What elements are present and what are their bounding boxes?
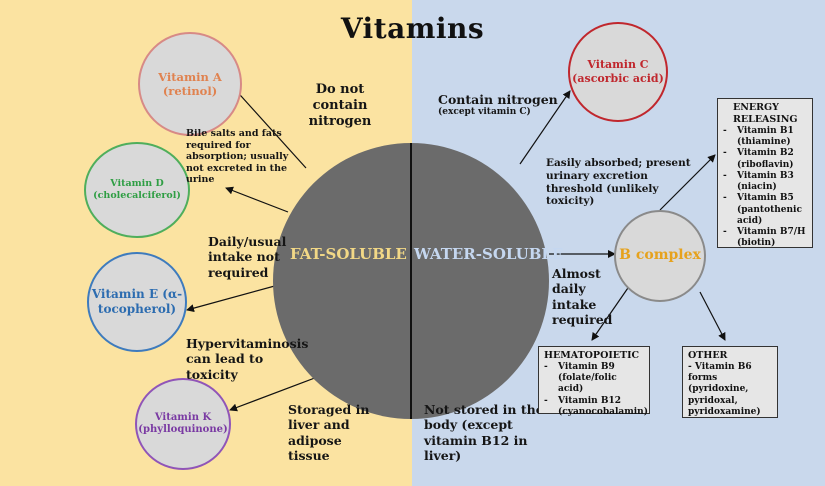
energy-item-text: Vitamin B5 (pantothenic acid) — [737, 193, 802, 226]
water-note-absorbed: Easily absorbed; present urinary excreti… — [546, 157, 691, 208]
arrow-to-hematopoietic-box — [591, 284, 631, 341]
water-note-nitrogen-sub: (except vitamin C) — [438, 107, 531, 118]
vitamin-k-chem: (phylloquinone) — [138, 424, 228, 435]
vitamin-d-name: Vitamin D — [110, 178, 164, 190]
diagram-title: Vitamins — [340, 12, 485, 45]
vitamin-c-chem: (ascorbic acid) — [572, 72, 664, 85]
energy-item-text: Vitamin B2 (riboflavin) — [737, 148, 794, 170]
energy-item-text: Vitamin B7/H (biotin) — [737, 227, 806, 249]
fat-note-toxicity: Hypervitaminosis can lead to toxicity — [186, 336, 309, 382]
vitamin-k-bubble: Vitamin K (phylloquinone) — [135, 378, 231, 470]
energy-box-title: ENERGY RELEASING — [733, 102, 798, 125]
arrow-to-energy-box — [659, 154, 716, 211]
energy-item: -Vitamin B3 (niacin) — [723, 171, 807, 194]
arrow-to-other-box — [699, 291, 726, 341]
other-box-title: OTHER — [688, 350, 728, 361]
water-note-intake: Almost daily intake required — [552, 266, 613, 327]
vitamin-c-bubble: Vitamin C (ascorbic acid) — [568, 22, 668, 122]
other-box: OTHER - Vitamin B6 forms (pyridoxine, py… — [682, 346, 778, 418]
energy-item: -Vitamin B1 (thiamine) — [723, 126, 807, 149]
water-note-nitrogen: Contain nitrogen (except vitamin C) — [438, 92, 568, 118]
hema-item: -Vitamin B12 (cyanocobalamin) — [544, 395, 648, 417]
b-complex-bubble: B complex — [614, 210, 706, 302]
vitamin-k-name: Vitamin K — [154, 411, 212, 423]
main-circle-divider — [410, 143, 412, 419]
vitamin-e-bubble: Vitamin E (α- tocopherol) — [87, 252, 187, 352]
hema-box-title: HEMATOPOIETIC — [544, 350, 640, 361]
fat-note-nitrogen: Do not contain nitrogen — [308, 82, 372, 129]
water-note-nitrogen-main: Contain nitrogen — [438, 92, 558, 107]
vitamin-a-chem: (retinol) — [162, 84, 218, 98]
vitamin-a-bubble: Vitamin A (retinol) — [138, 32, 242, 136]
main-circle — [273, 143, 549, 419]
energy-item: -Vitamin B2 (riboflavin) — [723, 148, 807, 171]
fat-note-storage: Storaged in liver and adipose tissue — [288, 402, 370, 463]
vitamin-d-bubble: Vitamin D (cholecalciferol) — [84, 142, 190, 238]
energy-item-text: Vitamin B3 (niacin) — [737, 170, 794, 192]
b-complex-label: B complex — [619, 247, 701, 264]
hema-item-text: Vitamin B12 (cyanocobalamin) — [558, 395, 648, 417]
energy-item: -Vitamin B7/H (biotin) — [723, 227, 806, 249]
fat-note-bile: Bile salts and fats required for absorpt… — [186, 128, 289, 186]
water-note-storage: Not stored in the body (except vitamin B… — [424, 402, 544, 463]
arrow-to-vitamin-c — [519, 90, 571, 165]
arrow-to-vitamin-d — [225, 186, 289, 213]
fat-soluble-label: FAT-SOLUBLE — [290, 245, 407, 263]
water-soluble-label: WATER-SOLUBLE — [414, 245, 564, 263]
energy-item: -Vitamin B5 (pantothenic acid) — [723, 193, 807, 227]
hematopoietic-box: HEMATOPOIETIC -Vitamin B9 (folate/folic … — [538, 346, 650, 417]
arrow-to-vitamin-e — [186, 283, 283, 313]
vitamin-a-name: Vitamin A — [158, 69, 222, 84]
hema-item: -Vitamin B9 (folate/folic acid) — [544, 362, 644, 396]
fat-note-intake: Daily/usual intake not required — [208, 234, 287, 280]
energy-item-text: Vitamin B1 (thiamine) — [737, 125, 794, 147]
vitamin-c-name: Vitamin C — [587, 58, 649, 72]
hema-item-text: Vitamin B9 (folate/folic acid) — [558, 361, 617, 395]
arrow-to-vitamin-k — [229, 375, 321, 412]
vitamin-d-chem: (cholecalciferol) — [93, 190, 181, 201]
other-item-text: - Vitamin B6 forms (pyridoxine, pyridoxa… — [688, 361, 761, 417]
vitamin-e-name: Vitamin E (α- — [91, 287, 183, 301]
arrow-to-vitamin-a — [231, 85, 307, 169]
vitamin-e-chem: tocopherol) — [97, 302, 177, 316]
energy-releasing-box: ENERGY RELEASING -Vitamin B1 (thiamine) … — [717, 98, 813, 248]
